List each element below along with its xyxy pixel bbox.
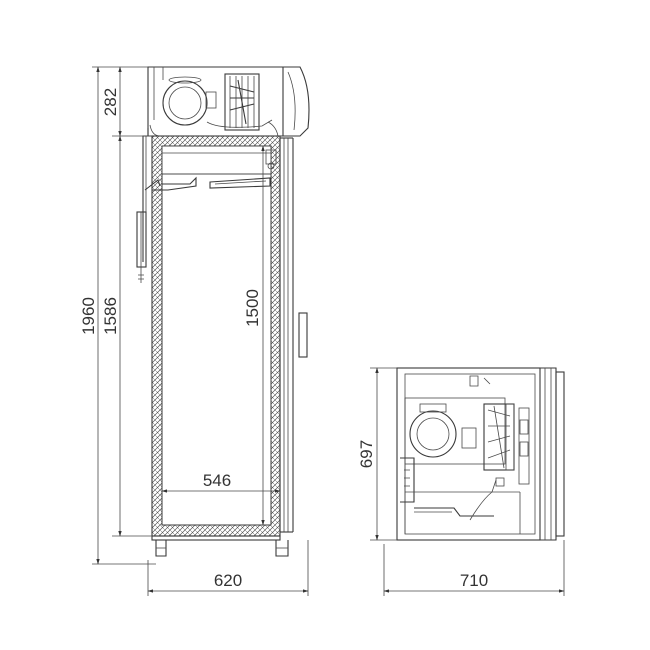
dim-top-unit-height: 282 [101, 66, 152, 137]
dim-label-1586: 1586 [101, 297, 120, 335]
dim-label-620: 620 [214, 571, 242, 590]
dim-label-697: 697 [357, 440, 376, 468]
top-unit [147, 66, 310, 137]
condenser-fan-top-icon [483, 403, 515, 471]
door [279, 137, 308, 533]
dim-label-1500: 1500 [243, 289, 262, 327]
dim-inner-width: 546 [161, 471, 281, 493]
feet [151, 535, 289, 557]
compressor-top-icon [409, 410, 457, 458]
dim-label-710: 710 [460, 571, 488, 590]
dim-inner-height: 1500 [243, 145, 265, 526]
dim-label-282: 282 [101, 88, 120, 116]
top-view: 697 710 [357, 367, 565, 596]
condenser-fan-icon [224, 73, 260, 131]
dim-overall-depth: 620 [147, 540, 309, 596]
dim-top-depth: 697 [357, 367, 397, 541]
dim-top-width: 710 [383, 540, 565, 596]
compressor-icon [162, 80, 208, 126]
dim-body-height: 1586 [101, 135, 152, 537]
door-handle [298, 312, 308, 358]
front-view: 1960 282 1586 1500 546 620 [79, 66, 310, 596]
dim-label-546: 546 [203, 471, 231, 490]
dim-label-1960: 1960 [79, 297, 98, 335]
